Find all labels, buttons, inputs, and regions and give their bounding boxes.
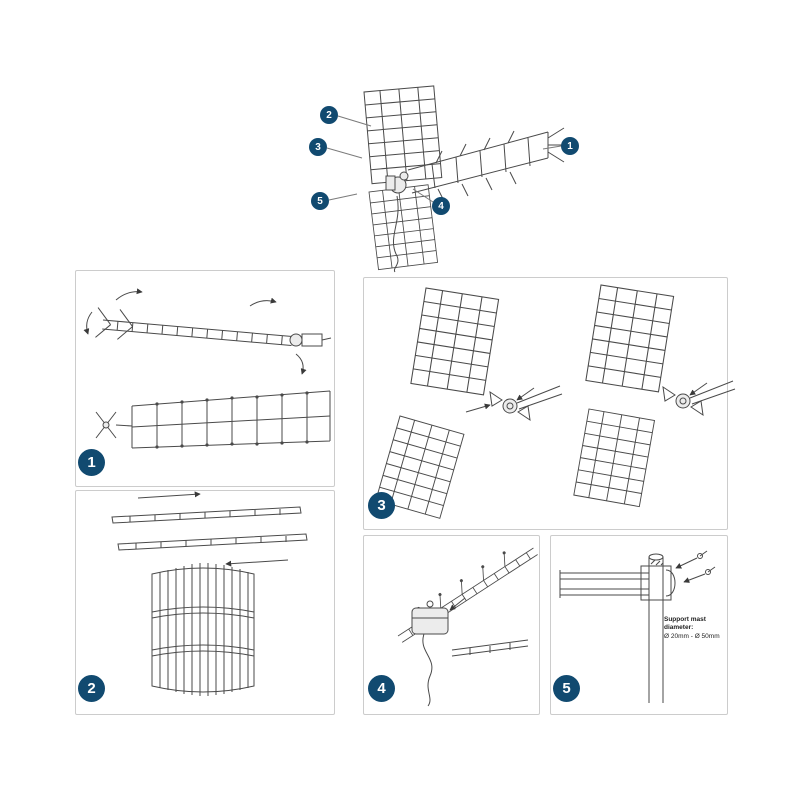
overview-callout-lines [326,115,562,203]
overview-callout-5: 5 [311,192,329,210]
step-panel-1 [75,270,335,487]
mast-diameter-note-line2: Ø 20mm - Ø 50mm [664,632,720,640]
step-panel-2 [75,490,335,715]
step-panel-3 [363,277,728,530]
mast-diameter-note: Support mast diameter: Ø 20mm - Ø 50mm [664,616,730,641]
mast-diameter-note-line1: Support mast diameter: [664,616,706,632]
overview-callout-3: 3 [309,138,327,156]
overview-callout-1: 1 [561,137,579,155]
step-badge-3: 3 [368,492,395,519]
overview-antenna-illustration [363,85,566,273]
overview-callout-4: 4 [432,197,450,215]
step-badge-4: 4 [368,675,395,702]
step-badge-5: 5 [553,675,580,702]
step-badge-2: 2 [78,675,105,702]
overview-callout-2: 2 [320,106,338,124]
step-badge-1: 1 [78,449,105,476]
